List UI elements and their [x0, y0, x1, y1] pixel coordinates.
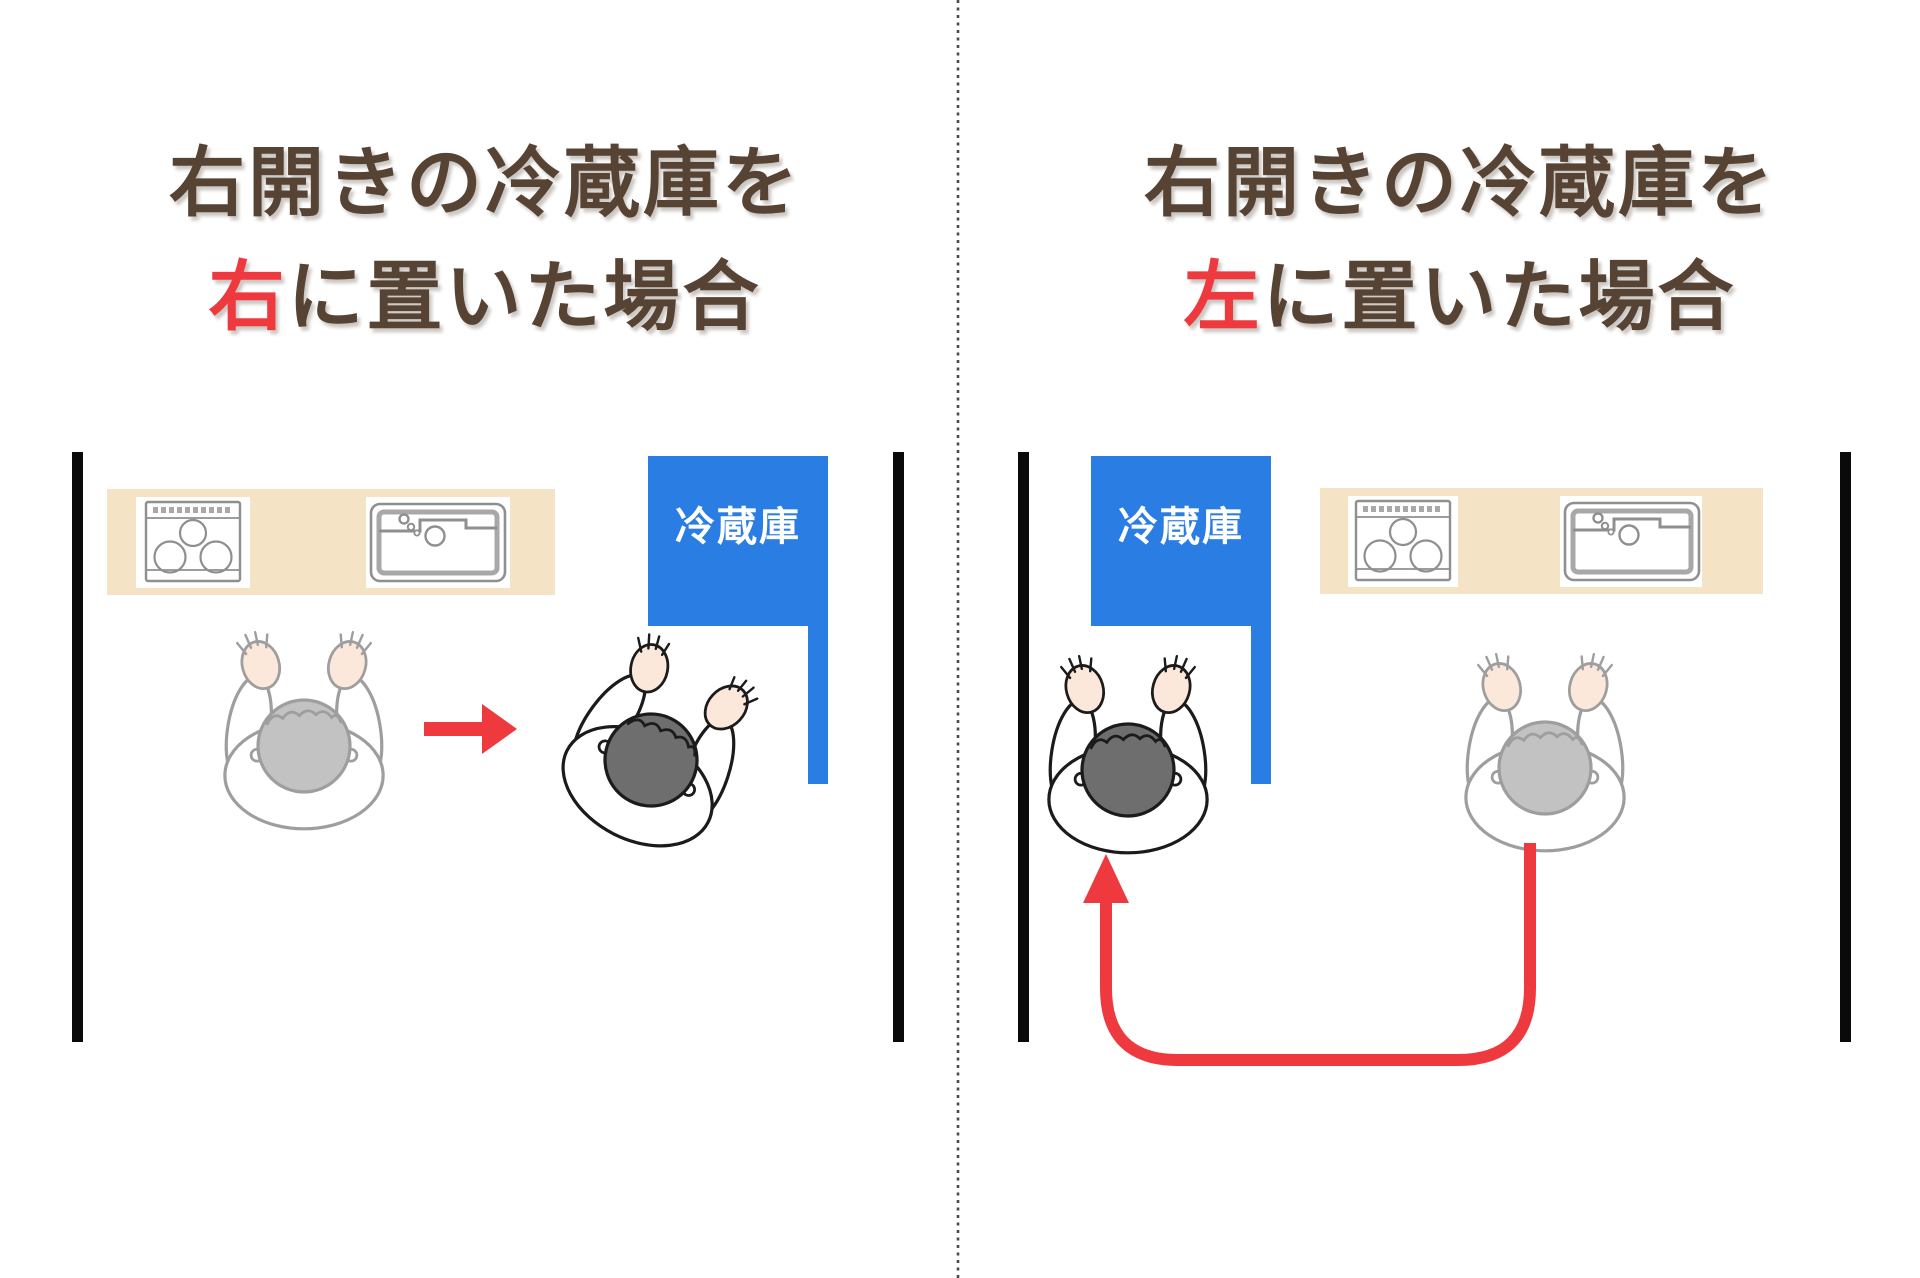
right-wall [893, 452, 904, 1042]
title-highlight-char: 右 [208, 252, 288, 341]
move-arrow-u-turn [1083, 843, 1536, 1066]
sink-icon [1565, 503, 1699, 580]
right-panel-title: 右開きの冷蔵庫を 左に置いた場合 [1045, 126, 1875, 354]
left-wall [1018, 452, 1029, 1042]
person-before-light [1460, 650, 1630, 851]
title-line-2-rest: に置いた場合 [287, 252, 762, 341]
person-at-fridge-dark [1043, 652, 1213, 853]
refrigerator-open-door-right [808, 626, 828, 784]
sink-icon [371, 504, 505, 581]
person-at-fridge-dark [538, 616, 780, 873]
fridge-label: 冷蔵庫 [1118, 504, 1244, 550]
refrigerator [648, 456, 828, 626]
panel-fridge-on-left [1018, 452, 1851, 1066]
right-wall [1840, 452, 1851, 1042]
title-line-1: 右開きの冷蔵庫を [1144, 138, 1776, 227]
fridge-label: 冷蔵庫 [675, 504, 801, 550]
refrigerator [1091, 456, 1271, 626]
person-before-light [219, 628, 389, 829]
title-line-2: 右に置いた場合 [70, 240, 900, 354]
title-line-2: 左に置いた場合 [1045, 240, 1875, 354]
title-line-1: 右開きの冷蔵庫を [169, 138, 801, 227]
panel-fridge-on-right [72, 452, 904, 1042]
move-arrow-right [424, 704, 517, 754]
left-wall [72, 452, 83, 1042]
stove-icon [1356, 501, 1450, 580]
left-panel-title: 右開きの冷蔵庫を 右に置いた場合 [70, 126, 900, 354]
title-highlight-char: 左 [1183, 252, 1263, 341]
stove-icon [146, 502, 240, 581]
refrigerator-open-door-right [1251, 626, 1271, 784]
title-line-2-rest: に置いた場合 [1262, 252, 1737, 341]
